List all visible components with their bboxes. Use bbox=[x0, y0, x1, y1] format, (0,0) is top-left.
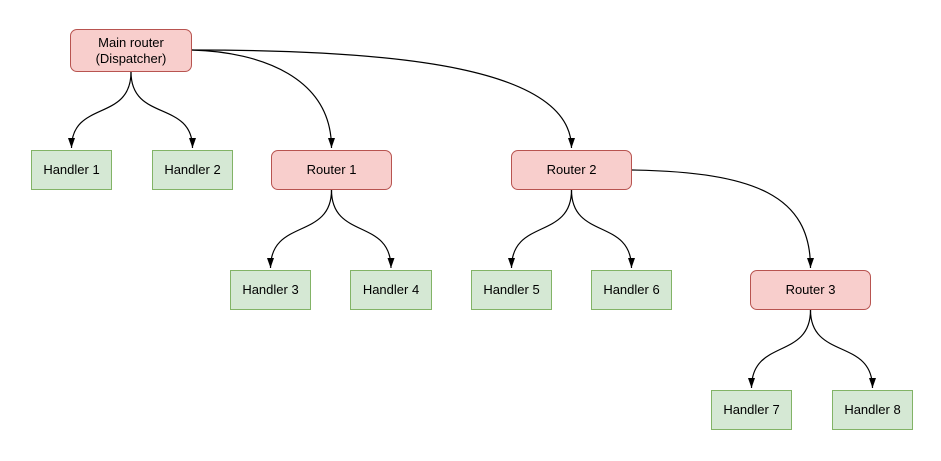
node-handler-6: Handler 6 bbox=[591, 270, 672, 310]
node-handler-1: Handler 1 bbox=[31, 150, 112, 190]
edge-router1-to-handler3 bbox=[267, 189, 333, 269]
node-handler-4: Handler 4 bbox=[350, 270, 432, 310]
node-router-1: Router 1 bbox=[271, 150, 392, 190]
edge-main-to-handler1 bbox=[68, 71, 132, 149]
edge-router2-to-router3 bbox=[631, 169, 814, 269]
edge-router2-to-handler5 bbox=[508, 189, 573, 269]
node-router-3: Router 3 bbox=[750, 270, 871, 310]
edge-main-to-router2 bbox=[191, 49, 575, 149]
edge-main-to-router1 bbox=[191, 49, 335, 149]
edge-router3-to-handler7 bbox=[748, 309, 812, 389]
node-router-2: Router 2 bbox=[511, 150, 632, 190]
edge-router3-to-handler8 bbox=[809, 309, 876, 389]
edge-main-to-handler2 bbox=[130, 71, 196, 149]
node-handler-7: Handler 7 bbox=[711, 390, 792, 430]
node-handler-2: Handler 2 bbox=[152, 150, 233, 190]
node-handler-8: Handler 8 bbox=[832, 390, 913, 430]
edge-router1-to-handler4 bbox=[330, 189, 395, 269]
node-handler-5: Handler 5 bbox=[471, 270, 552, 310]
node-handler-3: Handler 3 bbox=[230, 270, 311, 310]
node-main-router: Main router (Dispatcher) bbox=[70, 29, 192, 72]
edge-router2-to-handler6 bbox=[570, 189, 635, 269]
